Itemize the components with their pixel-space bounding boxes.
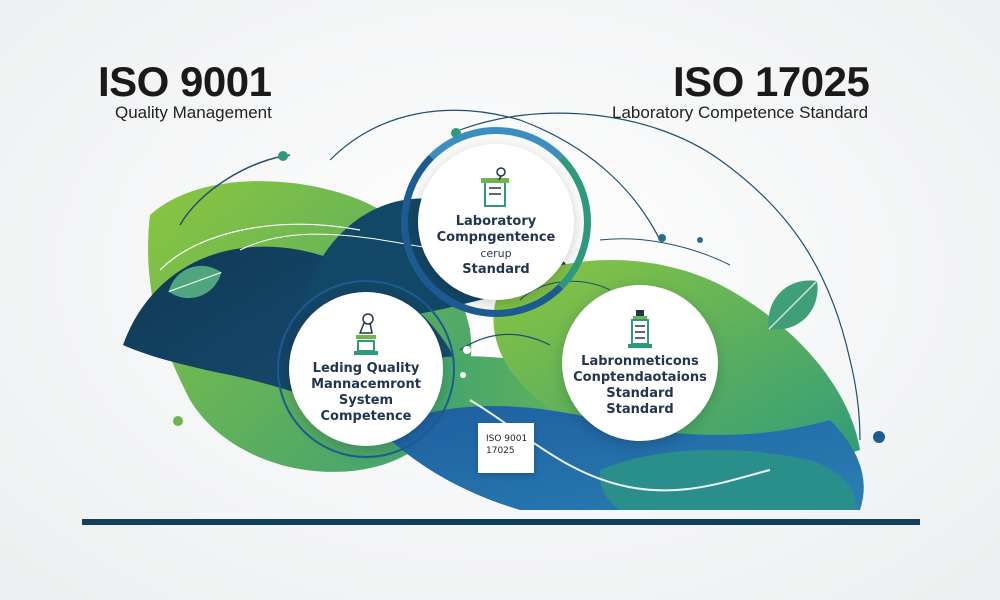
left-circle: Leding Quality Mannacemront System Compe… (289, 292, 443, 446)
circle-text-line: System (338, 393, 394, 408)
microscope-icon (354, 313, 378, 355)
iso-tag-card: ISO 9001 17025 (478, 423, 534, 473)
dot (873, 431, 885, 443)
left-circle-ring (277, 280, 455, 458)
leaf-icon (168, 265, 222, 299)
circle-text-line: Laboratory (455, 214, 537, 229)
connector-line-5 (459, 333, 551, 351)
circle-text-line: Leding Quality (312, 361, 420, 376)
tag-line: ISO 9001 (486, 434, 528, 444)
top-circle-ring (401, 127, 591, 317)
lab-stand-icon (628, 310, 652, 348)
dot (460, 372, 466, 378)
circle-text-line: Conptendaotaions (573, 370, 707, 385)
circle-text-line: Compngentence (436, 230, 556, 245)
dot (658, 234, 666, 242)
leaf-icon (768, 280, 818, 330)
connector-line-1 (179, 154, 291, 226)
iso-17025-title: ISO 17025 (673, 58, 870, 105)
circle-text-line: Competence (320, 409, 412, 424)
iso-9001-title: ISO 9001 (98, 58, 272, 105)
connector-line-2 (159, 223, 361, 271)
left-circle-label: Leding Quality Mannacemront System Compe… (311, 361, 421, 425)
circle-text-line: Mannacemront (311, 377, 421, 392)
teal-wave-shape (599, 449, 856, 510)
lab-equipment-icon (481, 167, 509, 207)
circle-text-line: Labronmeticons (581, 354, 699, 369)
right-circle-label: Labronmeticons Conptendaotaions Standard… (573, 354, 707, 418)
iso-9001-subtitle: Quality Management (115, 103, 272, 122)
tag-line: 17025 (486, 446, 515, 456)
dot (463, 346, 471, 354)
connector-line-8 (599, 238, 731, 266)
circle-text-line: cerup (480, 247, 512, 260)
top-circle: Laboratory Compngentence cerup Standard (418, 144, 574, 300)
iso-17025-subtitle: Laboratory Competence Standard (612, 103, 869, 122)
dot (480, 344, 486, 350)
connector-line-4 (459, 112, 861, 441)
connector-line-3 (329, 109, 661, 241)
circle-text-line: Standard (462, 262, 530, 277)
dot (278, 151, 288, 161)
circle-text-line: Standard (606, 386, 674, 401)
top-circle-label: Laboratory Compngentence cerup Standard (437, 214, 556, 278)
dot (173, 416, 183, 426)
ground-line (82, 519, 920, 525)
dot (697, 237, 703, 243)
circle-text-line: Standard (606, 402, 674, 417)
right-circle: Labronmeticons Conptendaotaions Standard… (562, 285, 718, 441)
